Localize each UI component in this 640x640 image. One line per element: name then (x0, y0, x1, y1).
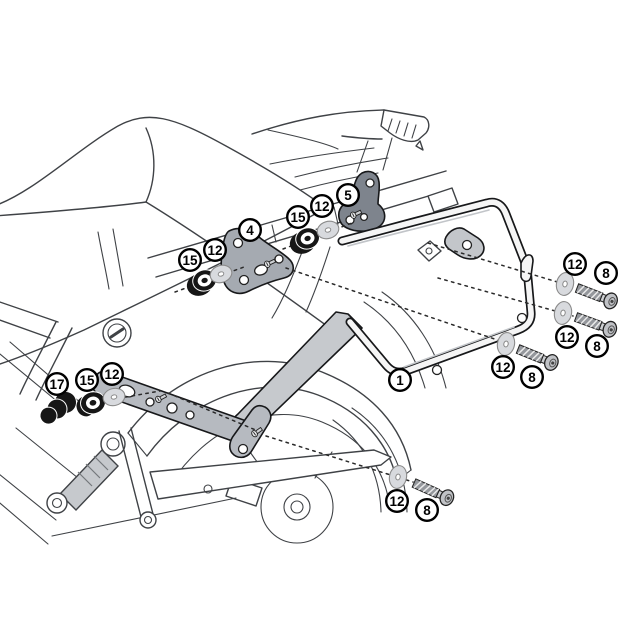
callout-12-bottom: 12 (384, 488, 410, 514)
bolt (573, 279, 621, 312)
callout-circle (384, 488, 410, 514)
mounting-plate-5 (338, 170, 386, 232)
seat (0, 116, 339, 365)
case-hook (520, 254, 534, 283)
callout-12-rear: 12 (99, 361, 125, 387)
callout-label: 12 (207, 243, 222, 258)
callout-circle (490, 354, 516, 380)
callout-circle (554, 324, 580, 350)
callout-circle (387, 367, 413, 393)
callout-label: 12 (314, 199, 329, 214)
washer (386, 463, 410, 491)
callout-15-plate4: 15 (177, 247, 203, 273)
callout-12-plate4: 12 (202, 237, 228, 263)
tail-section (251, 109, 430, 191)
callout-circle (584, 333, 610, 359)
end-cap (39, 390, 78, 425)
callout-circle (237, 217, 263, 243)
callout-label: 1 (396, 373, 404, 388)
callout-12-right-lower: 12 (554, 324, 580, 350)
callout-label: 12 (389, 494, 404, 509)
callout-label: 12 (104, 367, 119, 382)
callout-label: 4 (246, 223, 254, 238)
callout-circle (335, 182, 361, 208)
callout-label: 8 (593, 339, 601, 354)
lower-bracket-plate (229, 404, 272, 459)
callout-label: 15 (290, 210, 306, 225)
callout-1: 1 (387, 367, 413, 393)
callout-label: 8 (528, 370, 536, 385)
callout-12-right-upper: 12 (562, 251, 588, 277)
callout-circle (202, 237, 228, 263)
callout-15-rear: 15 (74, 367, 100, 393)
callout-12-plate5: 12 (309, 193, 335, 219)
inner-fender (363, 291, 447, 389)
rubber-grommet-side (76, 391, 106, 417)
callout-label: 12 (495, 360, 510, 375)
shock-absorber (46, 431, 126, 514)
callout-8-right-lower: 8 (584, 333, 610, 359)
callout-label: 8 (602, 266, 610, 281)
lock-cylinder-icon (102, 318, 132, 348)
callout-circle (593, 260, 619, 286)
callout-circle (519, 364, 545, 390)
callout-circle (285, 204, 311, 230)
callout-circle (562, 251, 588, 277)
callout-4: 4 (237, 217, 263, 243)
washer (551, 299, 575, 327)
callout-label: 8 (423, 503, 431, 518)
callout-17: 17 (44, 371, 70, 397)
callout-label: 5 (344, 188, 352, 203)
callout-circle (74, 367, 100, 393)
callout-15-plate5: 15 (285, 204, 311, 230)
callout-5: 5 (335, 182, 361, 208)
callout-8-right-upper: 8 (593, 260, 619, 286)
callout-8-mid: 8 (519, 364, 545, 390)
callout-label: 12 (559, 330, 574, 345)
callout-8-bottom: 8 (414, 497, 440, 523)
callout-circle (309, 193, 335, 219)
callout-circle (177, 247, 203, 273)
suspension-linkage (118, 427, 157, 529)
callout-circle (99, 361, 125, 387)
callout-label: 12 (567, 257, 582, 272)
grab-rail (380, 109, 430, 143)
callout-12-mid: 12 (490, 354, 516, 380)
callout-label: 15 (79, 373, 95, 388)
callout-label: 15 (182, 253, 198, 268)
callout-label: 17 (49, 377, 64, 392)
callout-circle (44, 371, 70, 397)
callout-circle (414, 497, 440, 523)
